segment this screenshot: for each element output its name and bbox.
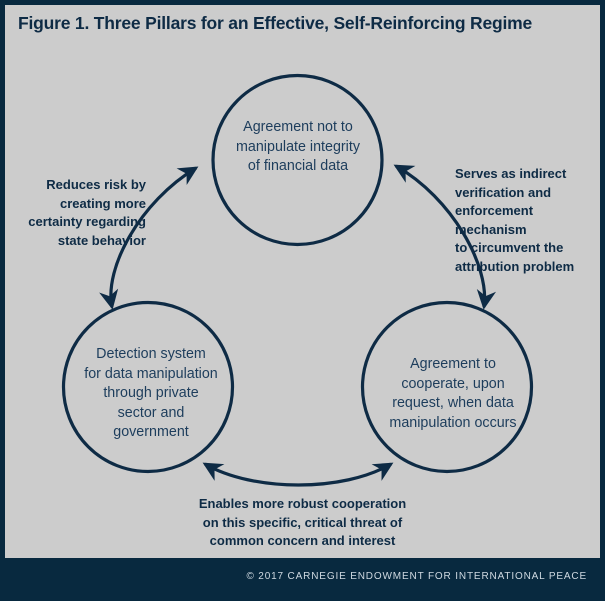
figure-canvas <box>5 5 600 558</box>
connector-label-left: Reduces risk by creating more certainty … <box>28 177 146 248</box>
footer-bar: © 2017 CARNEGIE ENDOWMENT FOR INTERNATIO… <box>0 558 605 601</box>
node-label-detection-system: Detection system for data manipulation t… <box>84 346 218 440</box>
node-label-agreement-cooperate: Agreement to cooperate, upon request, wh… <box>389 356 517 431</box>
figure-title: Figure 1. Three Pillars for an Effective… <box>18 13 533 33</box>
connector-label-bottom: Enables more robust cooperation on this … <box>198 496 407 549</box>
connector-label-right: Serves as indirect verification and enfo… <box>455 166 575 274</box>
node-label-agreement-integrity: Agreement not to manipulate integrity of… <box>236 119 360 174</box>
copyright-notice: © 2017 CARNEGIE ENDOWMENT FOR INTERNATIO… <box>246 571 587 582</box>
